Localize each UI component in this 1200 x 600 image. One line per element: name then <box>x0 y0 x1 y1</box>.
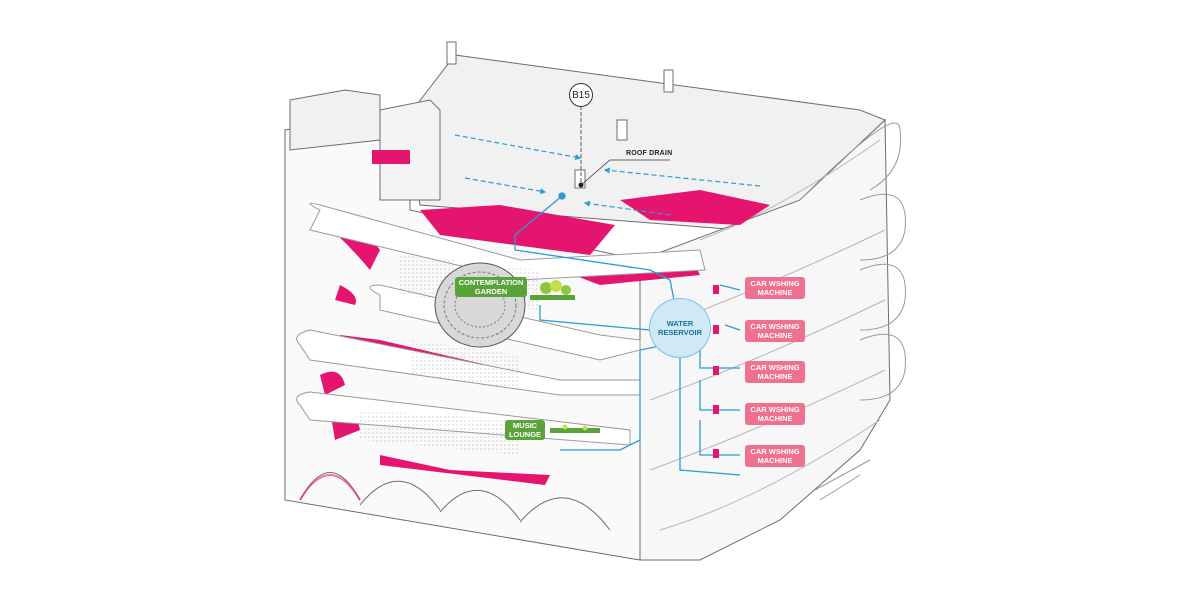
trees <box>530 280 600 433</box>
machine-label-2: CAR WSHING MACHINE <box>745 320 805 342</box>
machine-label-1: CAR WSHING MACHINE <box>745 277 805 299</box>
machine-label-3: CAR WSHING MACHINE <box>745 361 805 383</box>
washing-units <box>713 285 719 458</box>
music-lounge-label: MUSIC LOUNGE <box>505 420 545 440</box>
roof-drainage-arrows <box>454 134 761 216</box>
section-tag: B15 <box>569 83 593 107</box>
water-reservoir: WATER RESERVOIR <box>649 298 711 358</box>
machine-label-5: CAR WSHING MACHINE <box>745 445 805 467</box>
machine-label-4: CAR WSHING MACHINE <box>745 403 805 425</box>
roof-drain-label: ROOF DRAIN <box>626 150 673 157</box>
garden-canopy <box>434 262 526 348</box>
roof-drain-pointer <box>578 100 670 188</box>
contemplation-garden-label: CONTEMPLATION GARDEN <box>455 277 527 297</box>
